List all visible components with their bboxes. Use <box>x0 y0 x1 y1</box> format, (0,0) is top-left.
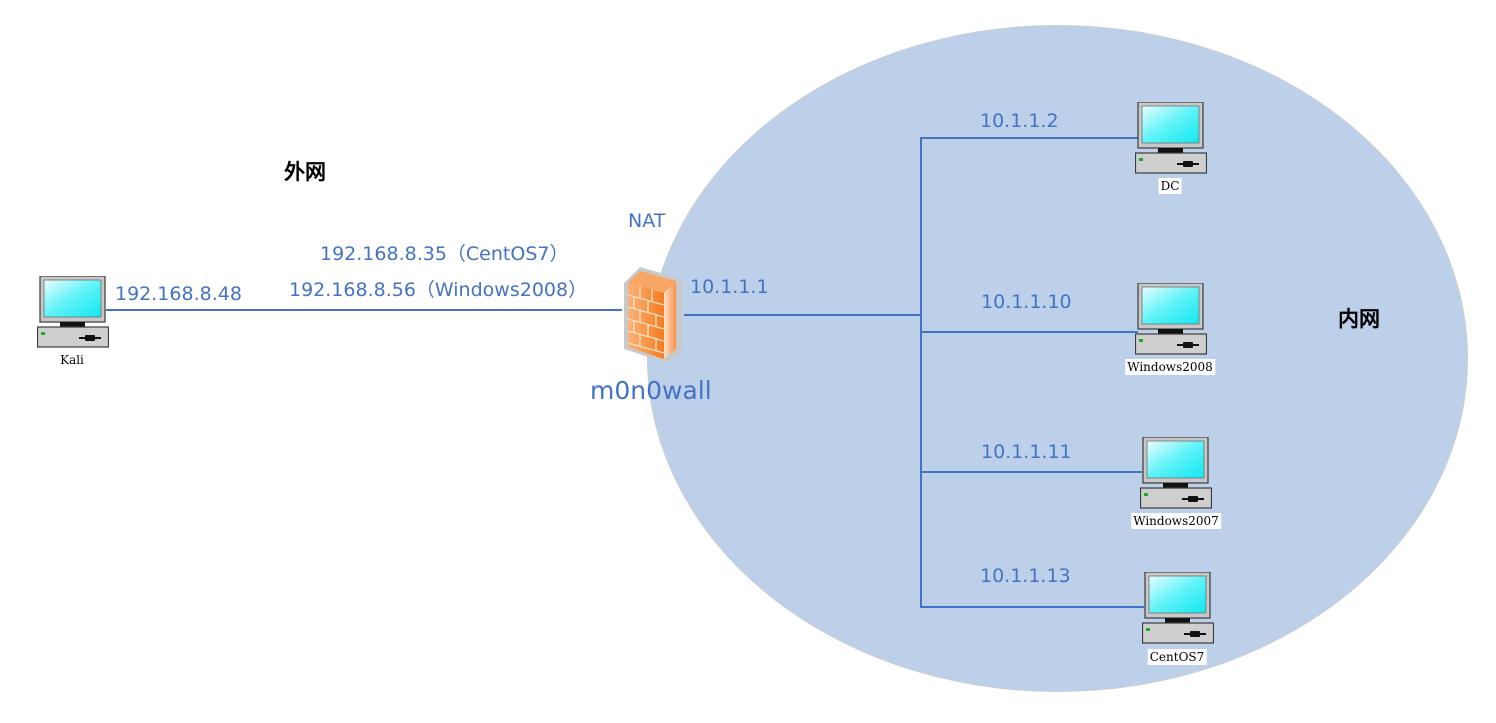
wan-link <box>106 309 622 311</box>
centos7-host-label: CentOS7 <box>1147 649 1207 665</box>
computer-icon <box>1135 102 1207 174</box>
wan-mapping-windows2008: 192.168.8.56（Windows2008） <box>289 279 588 301</box>
m0n0wall-firewall[interactable] <box>618 265 686 365</box>
windows2007-host[interactable] <box>1140 437 1212 509</box>
lan-link <box>684 314 922 316</box>
kali-ip-label: 192.168.8.48 <box>115 283 242 305</box>
internal-network-label: 内网 <box>1338 307 1380 331</box>
lan-ip-label: 10.1.1.1 <box>690 276 769 298</box>
link-centos7 <box>920 606 1144 608</box>
windows2008-host-label: Windows2008 <box>1125 359 1215 375</box>
computer-icon <box>37 276 109 348</box>
windows2007-host-label: Windows2007 <box>1131 513 1221 529</box>
dc-host[interactable] <box>1135 102 1207 174</box>
centos7-host[interactable] <box>1142 572 1214 644</box>
link-windows2007 <box>920 471 1142 473</box>
external-network-label: 外网 <box>284 160 326 184</box>
wan-mapping-centos7: 192.168.8.35（CentOS7） <box>320 243 569 265</box>
firewall-icon <box>624 267 682 363</box>
windows2008-host[interactable] <box>1135 283 1207 355</box>
dc-host-label: DC <box>1158 178 1182 194</box>
computer-icon <box>1140 437 1212 509</box>
firewall-name-label: m0n0wall <box>590 376 712 405</box>
windows2008-ip-label: 10.1.1.10 <box>981 291 1072 313</box>
centos7-ip-label: 10.1.1.13 <box>980 565 1071 587</box>
internal-network-zone <box>648 26 1467 691</box>
computer-icon <box>1142 572 1214 644</box>
kali-host-label: Kali <box>60 353 84 367</box>
nat-label: NAT <box>628 210 666 232</box>
dc-ip-label: 10.1.1.2 <box>980 110 1059 132</box>
link-dc <box>920 137 1138 139</box>
kali-host[interactable] <box>37 276 109 348</box>
computer-icon <box>1135 283 1207 355</box>
windows2007-ip-label: 10.1.1.11 <box>981 441 1072 463</box>
link-windows2008 <box>920 331 1138 333</box>
lan-bus <box>920 137 922 608</box>
